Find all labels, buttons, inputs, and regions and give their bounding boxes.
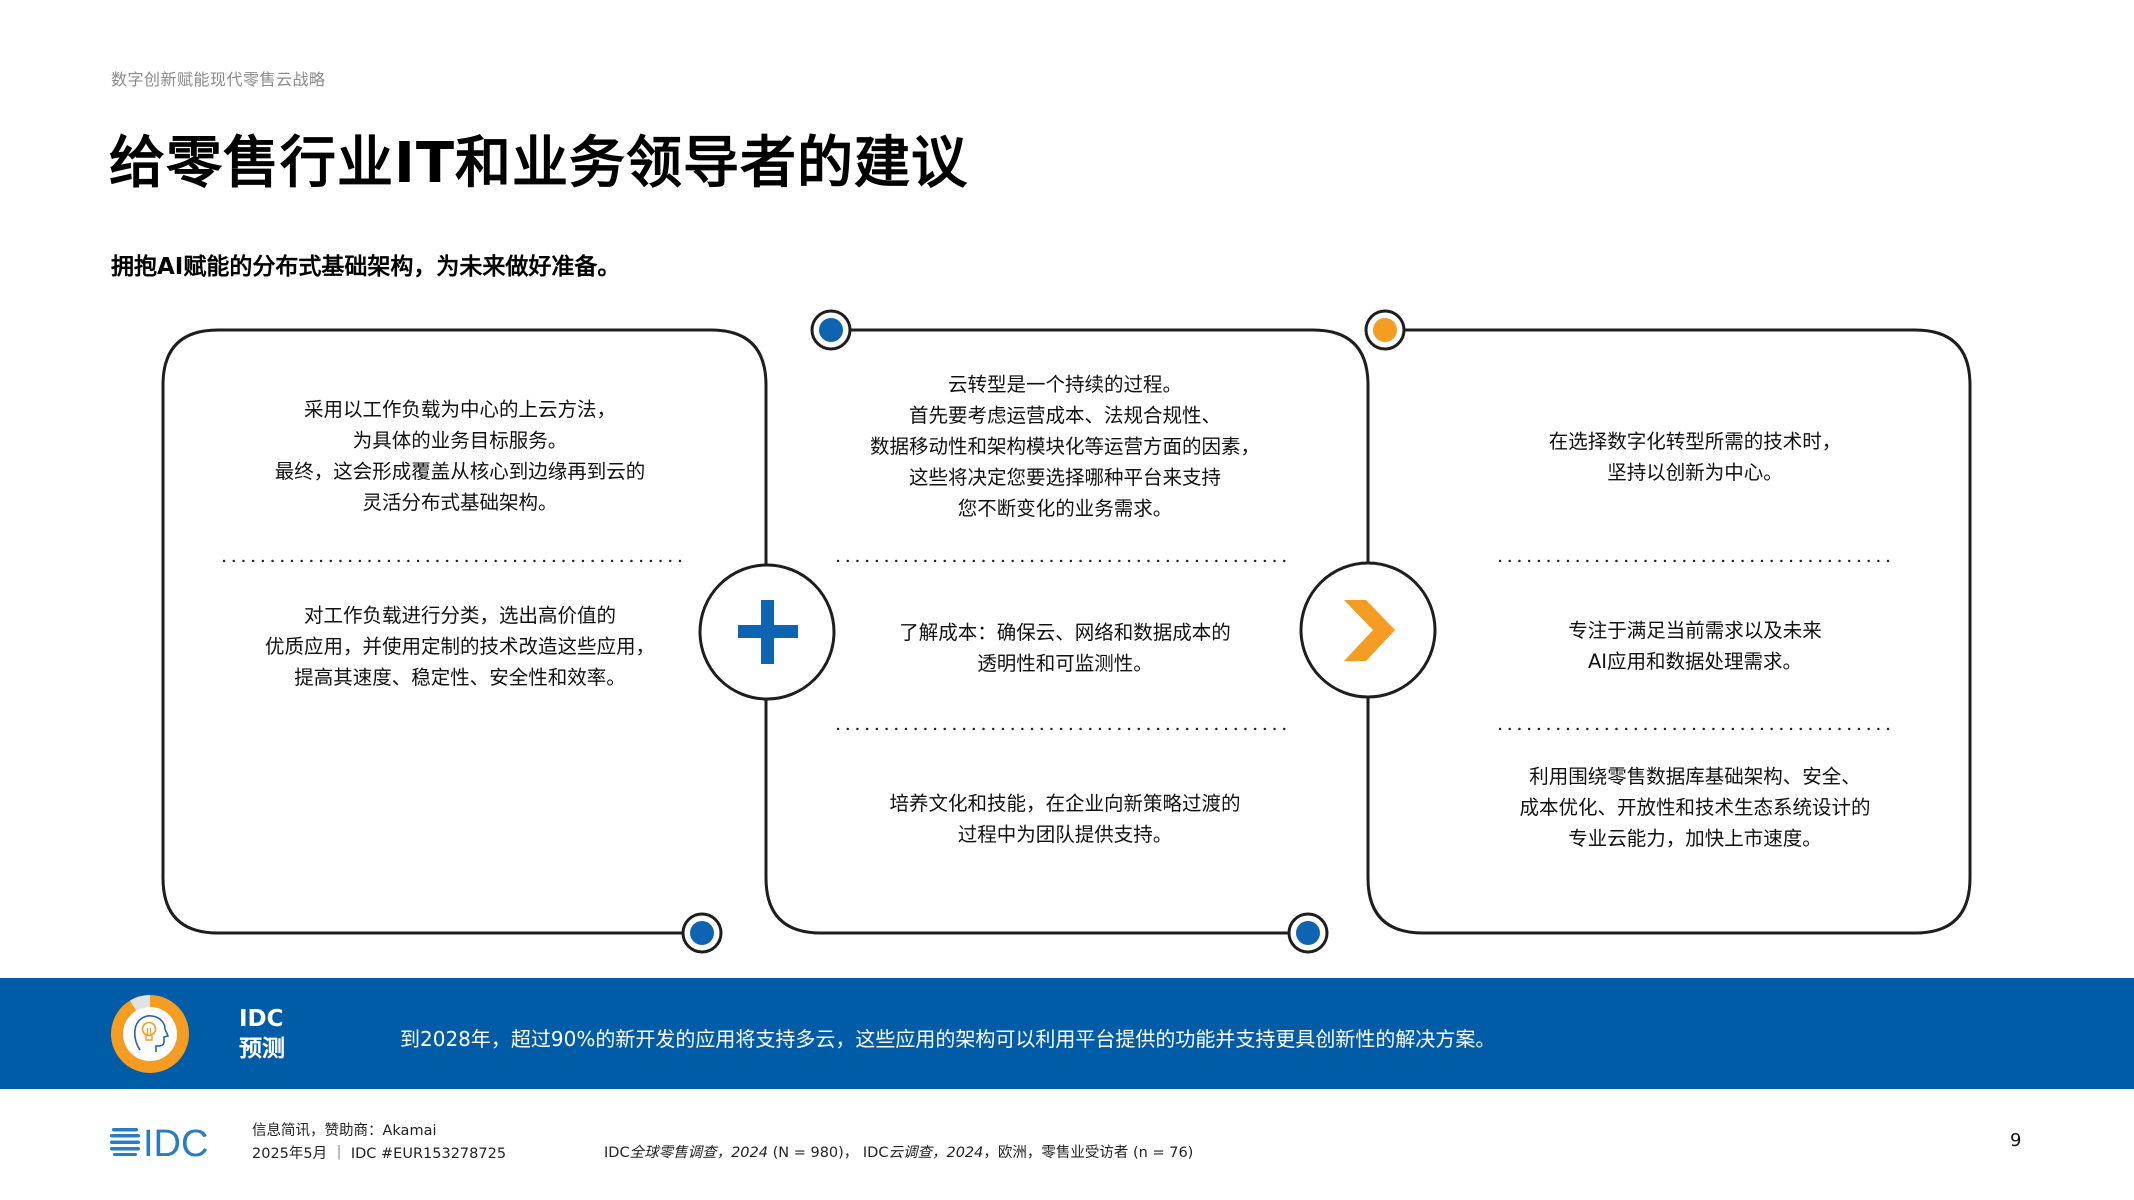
idc-logo: IDC — [110, 1123, 208, 1158]
footer-sponsor: 信息简讯，赞助商：Akamai — [252, 1123, 437, 1139]
page-title: 给零售行业IT和业务领导者的建议 — [109, 131, 969, 196]
source-text: IDC — [604, 1145, 630, 1161]
text-line: 专业云能力，加快上市速度。 — [1568, 827, 1822, 850]
card-2-block-1: 云转型是一个持续的过程。 首先要考虑运营成本、法规合规性、 数据移动性和架构模块… — [810, 369, 1320, 524]
node-card-2-top — [810, 309, 852, 351]
text-line: 最终，这会形成覆盖从核心到边缘再到云的 — [274, 460, 646, 483]
plus-icon — [698, 563, 836, 701]
text-line: 在选择数字化转型所需的技术时， — [1548, 430, 1842, 453]
node-card-3-top — [1364, 309, 1406, 351]
banner-prediction-text: 到2028年，超过90%的新开发的应用将支持多云，这些应用的架构可以利用平台提供… — [400, 1027, 1496, 1051]
text-line: 采用以工作负载为中心的上云方法， — [303, 398, 616, 421]
card-3-block-3: 利用围绕零售数据库基础架构、安全、 成本优化、开放性和技术生态系统设计的 专业云… — [1440, 761, 1950, 854]
text-line: 对工作负载进行分类，选出高价值的 — [303, 604, 616, 627]
node-card-2-bottom — [1287, 912, 1329, 954]
text-line: 优质应用，并使用定制的技术改造这些应用， — [264, 635, 655, 658]
footer-doc-id: 2025年5月 ｜ IDC #EUR153278725 — [252, 1146, 507, 1162]
text-line: 这些将决定您要选择哪种平台来支持 — [908, 466, 1221, 489]
card-3-block-2: 专注于满足当前需求以及未来 AI应用和数据处理需求。 — [1440, 615, 1950, 677]
card-3-block-1: 在选择数字化转型所需的技术时， 坚持以创新为中心。 — [1440, 426, 1950, 488]
idc-prediction-banner — [0, 978, 2134, 1089]
footer-source: IDC全球零售调查，2024 (N = 980)， IDC云调查，2024，欧洲… — [604, 1141, 1193, 1162]
text-line: 灵活分布式基础架构。 — [362, 491, 558, 514]
text-line: 过程中为团队提供支持。 — [957, 823, 1173, 846]
card-2-block-2: 了解成本：确保云、网络和数据成本的 透明性和可监测性。 — [810, 617, 1320, 679]
card-1-border — [161, 328, 768, 935]
text-line: 提高其速度、稳定性、安全性和效率。 — [294, 666, 626, 689]
text-line: 利用围绕零售数据库基础架构、安全、 — [1529, 765, 1861, 788]
cards-frame — [161, 309, 1972, 954]
banner-label-line-2: 预测 — [239, 1036, 285, 1062]
chevron-right-icon — [1299, 561, 1437, 699]
text-line: 专注于满足当前需求以及未来 — [1568, 619, 1822, 642]
lightbulb-head-icon — [111, 995, 189, 1073]
text-line: 透明性和可监测性。 — [977, 652, 1153, 675]
text-line: 您不断变化的业务需求。 — [957, 497, 1173, 520]
text-line: 坚持以创新为中心。 — [1607, 461, 1783, 484]
text-line: 云转型是一个持续的过程。 — [947, 373, 1182, 396]
source-text: ，欧洲，零售业受访者 (n = 76) — [983, 1145, 1194, 1161]
text-line: 首先要考虑运营成本、法规合规性、 — [908, 404, 1221, 427]
text-line: 为具体的业务目标服务。 — [352, 429, 568, 452]
source-title: 云调查，2024 — [888, 1145, 984, 1161]
page-subtitle: 拥抱AI赋能的分布式基础架构，为未来做好准备。 — [111, 254, 621, 280]
card-1-block-1: 采用以工作负载为中心的上云方法， 为具体的业务目标服务。 最终，这会形成覆盖从核… — [200, 394, 720, 518]
text-line: AI应用和数据处理需求。 — [1587, 650, 1803, 673]
banner-label: IDC 预测 — [239, 1004, 285, 1064]
card-2-border — [764, 328, 1370, 935]
source-text: (N = 980)， IDC — [767, 1145, 889, 1161]
card-3-border — [1366, 328, 1972, 935]
document-kicker: 数字创新赋能现代零售云战略 — [111, 70, 326, 89]
node-card-1-bottom — [681, 912, 723, 954]
text-line: 成本优化、开放性和技术生态系统设计的 — [1519, 796, 1871, 819]
text-line: 了解成本：确保云、网络和数据成本的 — [899, 621, 1231, 644]
card-2-block-3: 培养文化和技能，在企业向新策略过渡的 过程中为团队提供支持。 — [810, 788, 1320, 850]
source-title: 全球零售调查，2024 — [629, 1145, 768, 1161]
footer-meta: 信息简讯，赞助商：Akamai 2025年5月 ｜ IDC #EUR153278… — [252, 1120, 506, 1166]
text-line: 数据移动性和架构模块化等运营方面的因素， — [869, 435, 1260, 458]
text-line: 培养文化和技能，在企业向新策略过渡的 — [889, 792, 1241, 815]
idc-logo-text: IDC — [143, 1123, 208, 1158]
card-1-block-2: 对工作负载进行分类，选出高价值的 优质应用，并使用定制的技术改造这些应用， 提高… — [200, 600, 720, 693]
page-number: 9 — [2010, 1130, 2022, 1151]
banner-label-line-1: IDC — [239, 1006, 284, 1032]
